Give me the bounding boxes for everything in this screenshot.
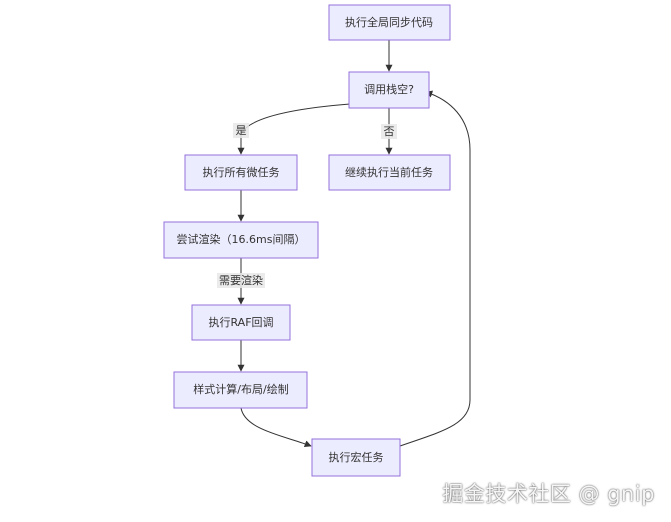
edge-paint-to-macro (240, 407, 312, 448)
node-continue-task-label: 继续执行当前任务 (345, 165, 433, 179)
edge-label-yes-text: 是 (236, 124, 247, 137)
node-stack-empty: 调用栈空? (348, 71, 430, 109)
node-macrotask: 执行宏任务 (311, 438, 401, 477)
edge-label-yes: 是 (233, 123, 249, 138)
edge-label-no-text: 否 (384, 125, 395, 138)
node-sync-code-label: 执行全局同步代码 (345, 15, 433, 29)
node-try-render: 尝试渲染（16.6ms间隔） (163, 221, 319, 259)
edge-label-no: 否 (381, 124, 397, 139)
edge-macro-to-stack (399, 90, 471, 447)
node-style-layout-paint: 样式计算/布局/绘制 (173, 371, 308, 409)
node-continue-task: 继续执行当前任务 (328, 154, 451, 191)
node-microtasks-label: 执行所有微任务 (203, 165, 280, 179)
node-try-render-label: 尝试渲染（16.6ms间隔） (177, 232, 306, 246)
watermark: 掘金技术社区 @ gnip (442, 482, 655, 506)
node-stack-empty-label: 调用栈空? (364, 82, 414, 96)
edge-label-need-render: 需要渲染 (217, 273, 265, 288)
edge-label-need-render-text: 需要渲染 (219, 273, 263, 287)
node-sync-code: 执行全局同步代码 (328, 4, 451, 41)
node-microtasks: 执行所有微任务 (184, 154, 298, 191)
node-raf-label: 执行RAF回调 (208, 315, 273, 329)
edge-stack-to-micro (237, 103, 351, 155)
node-style-layout-paint-label: 样式计算/布局/绘制 (193, 382, 288, 396)
node-macrotask-label: 执行宏任务 (329, 450, 384, 464)
node-raf: 执行RAF回调 (191, 304, 291, 341)
